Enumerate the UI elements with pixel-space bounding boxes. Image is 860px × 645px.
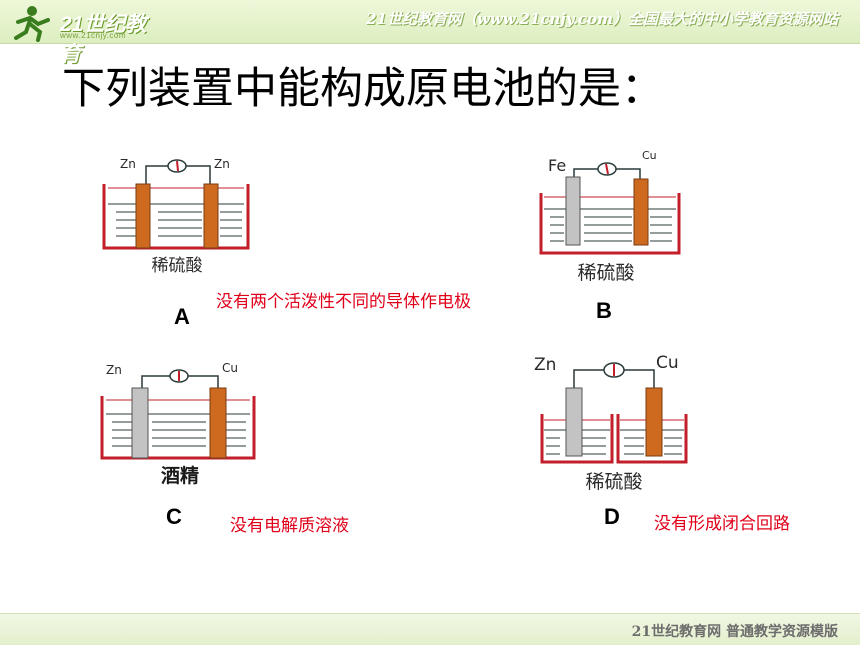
option-letter-b: B [596, 298, 612, 323]
question-title: 下列装置中能构成原电池的是： [62, 64, 664, 114]
note-d: 没有形成闭合回路 [654, 514, 790, 534]
solution-label: 酒精 [161, 464, 199, 487]
left-electrode-label: Zn [534, 355, 556, 375]
footer-band: 21世纪教育网 普通教学资源模版 [0, 613, 860, 645]
header-slogan: 21世纪教育网（www.21cnjy.com）全国最大的中小学教育资源网站 [366, 10, 838, 28]
note-c: 没有电解质溶液 [230, 516, 349, 536]
cell-diagram-a: Zn Zn 稀硫酸 [98, 146, 256, 282]
solution-label: 稀硫酸 [152, 256, 203, 276]
right-electrode-label: Cu [222, 361, 238, 375]
option-letter-c: C [166, 504, 182, 529]
header-band [0, 0, 860, 44]
option-letter-a: A [174, 304, 190, 329]
left-electrode-label: Zn [120, 157, 136, 171]
right-electrode-label: Zn [214, 157, 230, 171]
right-electrode-label: Cu [642, 149, 657, 162]
running-figure-icon [14, 6, 50, 42]
solution-label: 稀硫酸 [577, 262, 634, 284]
site-logo[interactable]: 21世纪教育 www.21cnjy.com [8, 2, 158, 66]
option-letter-d: D [604, 504, 620, 529]
note-a: 没有两个活泼性不同的导体作电极 [216, 292, 471, 312]
left-electrode-label: Zn [106, 363, 122, 377]
cell-diagram-c: Zn Cu 酒精 [98, 354, 258, 492]
cell-diagram-d: Zn Cu 稀硫酸 [530, 344, 690, 494]
logo-text: 21世纪教育 [60, 13, 147, 66]
left-electrode-label: Fe [548, 156, 566, 175]
footer-text: 21世纪教育网 普通教学资源模版 [631, 624, 838, 640]
logo-url: www.21cnjy.com [60, 31, 126, 40]
cell-diagram-b: Fe Cu 稀硫酸 [536, 141, 684, 286]
solution-label: 稀硫酸 [585, 471, 642, 493]
right-electrode-label: Cu [656, 353, 679, 373]
header-divider [0, 43, 860, 44]
